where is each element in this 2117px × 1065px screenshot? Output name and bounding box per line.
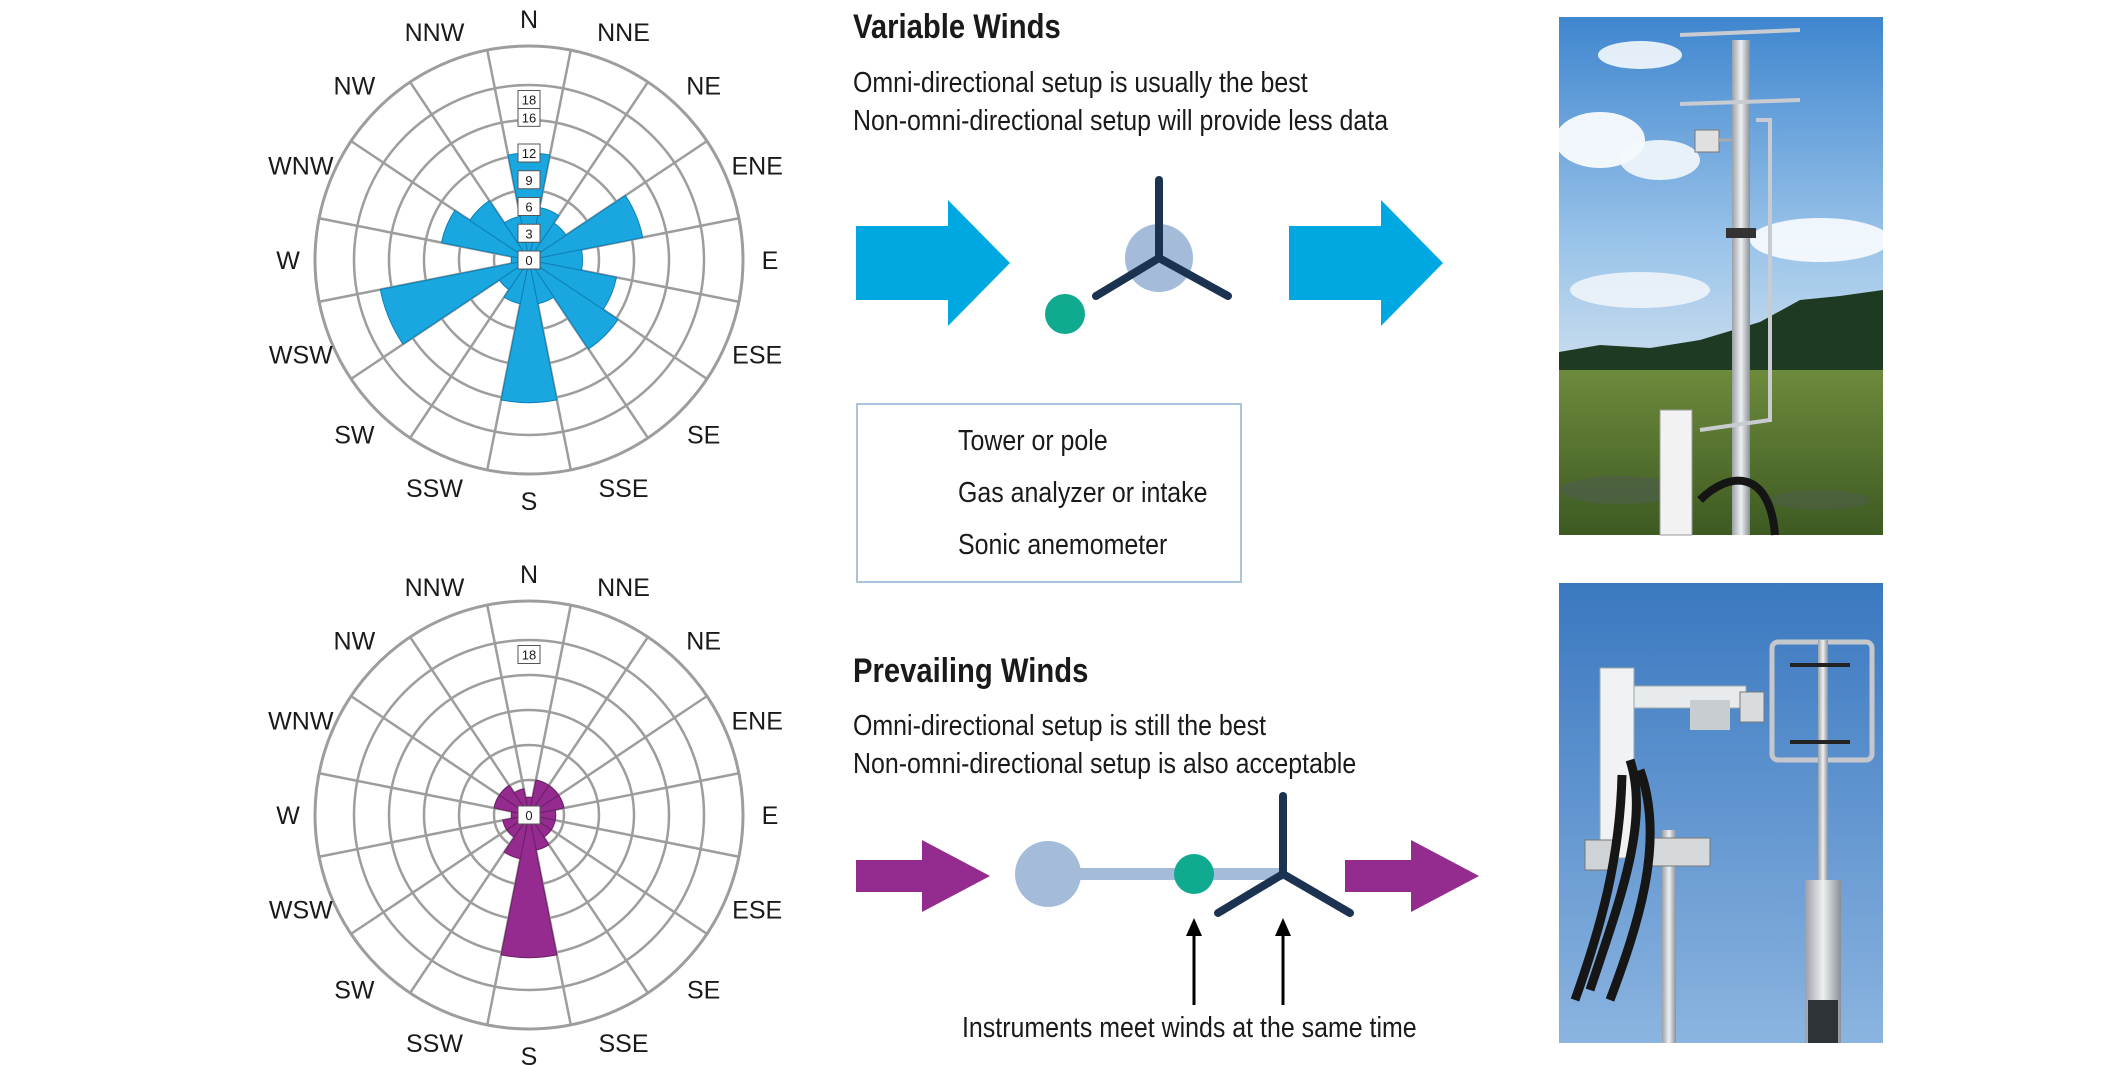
rose-direction-label-ene: ENE <box>731 152 782 180</box>
rose-direction-label-wnw: WNW <box>268 707 334 735</box>
rose-direction-label-nnw: NNW <box>405 574 465 602</box>
rose-direction-label-nne: NNE <box>597 19 650 47</box>
rose-grid-ring <box>352 83 706 437</box>
rose-petal-s <box>500 814 558 959</box>
rose-direction-label-ne: NE <box>686 72 721 100</box>
prevailing-winds-title: Prevailing Winds <box>853 652 1089 690</box>
rose-petal-nw <box>468 199 530 261</box>
variable-winds-line-1: Omni-directional setup is usually the be… <box>853 67 1308 99</box>
rose-grid-spoke <box>528 813 708 935</box>
rose-grid-ring <box>313 599 745 1031</box>
rose-direction-label-e: E <box>762 802 779 830</box>
variable-winds-line-2: Non-omni-directional setup will provide … <box>853 105 1389 137</box>
legend-box <box>856 403 1242 583</box>
tower-symbol-prevailing <box>1015 841 1081 907</box>
rose-ring-label: 6 <box>525 200 532 215</box>
rose-direction-label-sw: SW <box>334 422 375 450</box>
rose-ring-label: 18 <box>522 93 536 108</box>
rose-ring-label-box <box>517 223 541 243</box>
rose-direction-label-se: SE <box>687 422 720 450</box>
sonic-anemometer-symbol <box>1092 176 1232 300</box>
rose-grid-spoke <box>350 813 530 935</box>
wind-rose-prevailing: 0 18 N NNE NE ENE E ESE SE SSE S SSW SW WSW W WNW NW NNW <box>268 561 783 1065</box>
rose-ring-label-box <box>517 197 541 216</box>
rose-ring-label: 12 <box>522 146 536 161</box>
legend-sonic-label: Sonic anemometer <box>958 529 1168 561</box>
rose-direction-label-s: S <box>521 1043 538 1065</box>
rose-direction-label-ssw: SSW <box>406 475 463 503</box>
prevailing-winds-line-1: Omni-directional setup is still the best <box>853 710 1267 742</box>
rose-grid-spoke <box>486 604 531 816</box>
rose-petal-nnw <box>503 215 530 261</box>
rose-direction-label-sse: SSE <box>599 1030 649 1058</box>
rose-ring-label-box <box>517 805 541 825</box>
rose-direction-label-ese: ESE <box>732 897 782 925</box>
wind-arrow-purple-right <box>1345 840 1479 912</box>
rose-grid-spoke <box>528 813 740 858</box>
sonic-anemometer-symbol-prevailing <box>1214 792 1354 917</box>
rose-petal-se <box>528 259 619 350</box>
rose-direction-label-sse: SSE <box>599 475 649 503</box>
rose-ring-label: 9 <box>525 173 532 188</box>
rose-grid-ring <box>352 638 706 992</box>
rose-direction-label-ssw: SSW <box>406 1030 463 1058</box>
gas-analyzer-symbol-prevailing <box>1174 854 1214 894</box>
rose-ring-label: 3 <box>525 226 532 241</box>
rose-direction-label-nnw: NNW <box>405 19 465 47</box>
gas-analyzer-symbol <box>1045 294 1085 334</box>
rose-direction-label-ese: ESE <box>732 342 782 370</box>
wind-rose-variable: 0 3 6 9 12 16 18 N NNE NE ENE E ESE SE SSE S SSW SW WSW W WN… <box>268 6 783 516</box>
rose-petal-ssw <box>503 259 530 305</box>
wind-arrow-blue-left <box>856 200 1010 326</box>
rose-direction-label-w: W <box>276 802 300 830</box>
rose-direction-label-n: N <box>520 6 538 34</box>
rose-ring-label: 18 <box>522 648 536 663</box>
wind-arrow-blue-right <box>1289 200 1443 326</box>
rose-petal-ssw <box>503 814 530 860</box>
rose-direction-label-e: E <box>762 247 779 275</box>
rose-ring-label: 16 <box>522 110 536 125</box>
rose-direction-label-nw: NW <box>334 627 376 655</box>
rose-ring-label-box <box>517 143 541 163</box>
legend-tower-label: Tower or pole <box>958 425 1108 457</box>
rose-direction-label-wsw: WSW <box>269 342 333 370</box>
rose-direction-label-nw: NW <box>334 72 376 100</box>
rose-grid-spoke <box>318 813 530 858</box>
prevailing-winds-line-2: Non-omni-directional setup is also accep… <box>853 748 1357 780</box>
rose-ring-label-box <box>517 645 541 664</box>
rose-petal-wsw <box>379 259 530 345</box>
rose-direction-label-se: SE <box>687 977 720 1005</box>
rose-direction-label-nne: NNE <box>597 574 650 602</box>
wind-arrow-purple-left <box>856 840 990 912</box>
rose-ring-label: 0 <box>525 253 532 268</box>
rose-direction-label-sw: SW <box>334 977 375 1005</box>
rose-ring-label-box <box>517 170 541 190</box>
photo-instruments-closeup <box>1559 583 1883 1043</box>
rose-ring-label-box <box>517 250 541 270</box>
rose-petal-wnw <box>440 209 530 261</box>
rose-direction-label-n: N <box>520 561 538 589</box>
variable-winds-title: Variable Winds <box>853 8 1061 46</box>
rose-direction-label-w: W <box>276 247 300 275</box>
pointer-arrows <box>1186 918 1291 1005</box>
rose-petal-s <box>500 259 558 404</box>
rose-ring-label: 0 <box>525 808 532 823</box>
rose-ring-label-box <box>517 90 541 109</box>
legend-analyzer-label: Gas analyzer or intake <box>958 477 1208 509</box>
rose-direction-label-s: S <box>521 488 538 516</box>
rose-grid-ring <box>313 44 745 476</box>
rose-direction-label-wnw: WNW <box>268 152 334 180</box>
rose-direction-label-ne: NE <box>686 627 721 655</box>
photo-tower-field <box>1555 17 1890 536</box>
rose-direction-label-ene: ENE <box>731 707 782 735</box>
instruments-note: Instruments meet winds at the same time <box>962 1012 1417 1044</box>
rose-direction-label-wsw: WSW <box>269 897 333 925</box>
rose-petal-ene <box>528 194 644 261</box>
